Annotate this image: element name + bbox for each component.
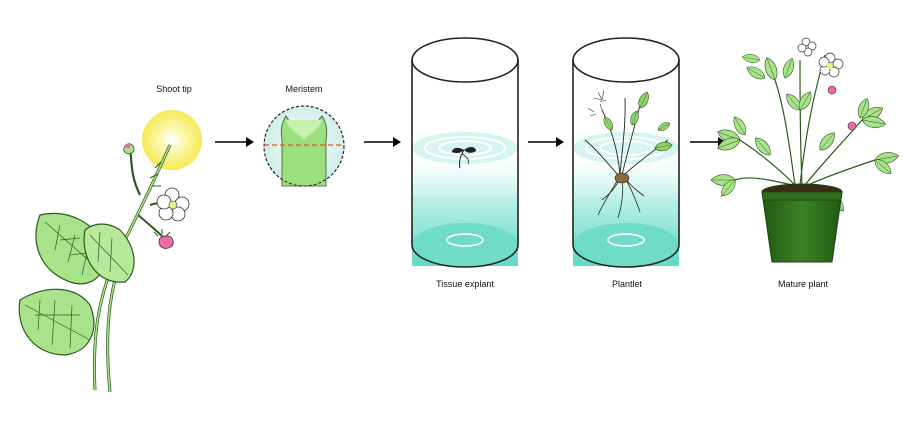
- stage-label-shoot-tip: Shoot tip: [156, 84, 192, 94]
- white-flower-icon: [797, 37, 844, 78]
- meristem-illustration: [263, 105, 345, 187]
- stage-label-mature-plant: Mature plant: [777, 279, 829, 289]
- mature-plant-pot: [710, 37, 900, 263]
- arrow-right-icon: [528, 137, 564, 147]
- arrow-right-icon: [215, 137, 254, 147]
- stage-label-meristem: Meristem: [285, 84, 323, 94]
- pink-bud-icon: [153, 229, 174, 249]
- strawberry-shoot-illustration: [18, 110, 202, 393]
- shoot-tip-glow: [142, 110, 202, 170]
- pink-bud-icon: [827, 85, 857, 131]
- tissue-explant-jar: [411, 37, 519, 268]
- arrow-right-icon: [364, 137, 401, 147]
- stage-label-plantlet: Plantlet: [611, 279, 643, 289]
- stage-label-tissue-explant: Tissue explant: [436, 279, 494, 289]
- plantlet-jar: [572, 37, 680, 268]
- white-flower-icon: [156, 187, 190, 222]
